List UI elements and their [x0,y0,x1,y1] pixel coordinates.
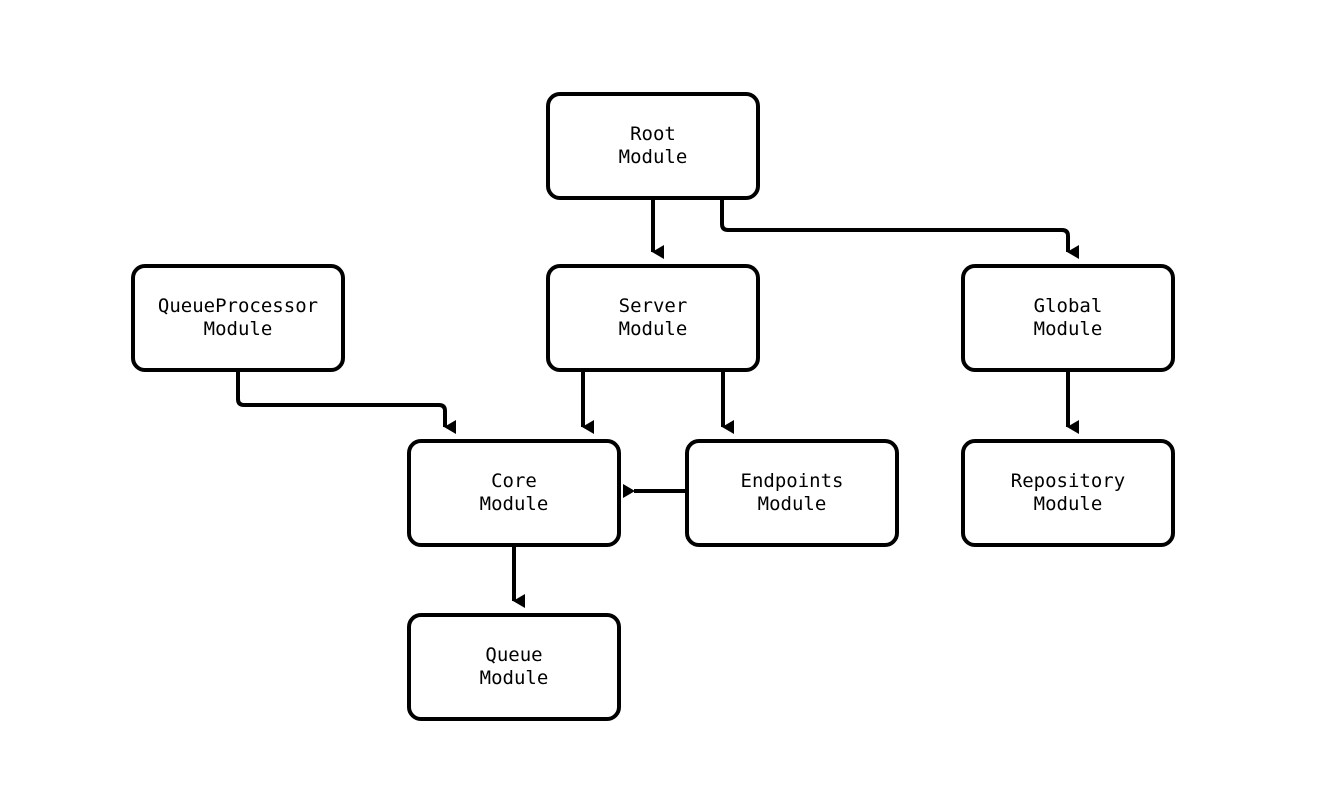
node-box-server[interactable] [546,264,760,372]
node-box-global[interactable] [961,264,1175,372]
edge-queueprocessor-to-core [236,370,456,434]
node-box-repository[interactable] [961,439,1175,547]
node-box-core[interactable] [407,439,621,547]
node-box-queueprocessor[interactable] [131,264,345,372]
node-box-endpoints[interactable] [685,439,899,547]
node-box-root[interactable] [546,92,760,200]
edge-root-to-global [720,198,1079,259]
node-box-queue[interactable] [407,613,621,721]
